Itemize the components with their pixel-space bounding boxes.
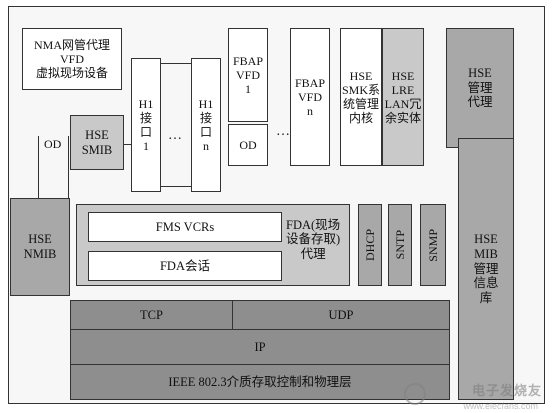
connector-od-left xyxy=(38,136,40,198)
connector-h1-top xyxy=(160,63,192,65)
snmp-label: SNMP xyxy=(425,228,440,262)
connector-smib-h1 xyxy=(123,144,133,146)
nma-vfd-box: NMA网管代理 VFD 虚拟现场设备 xyxy=(22,28,122,90)
h1-ellipsis: … xyxy=(168,128,182,143)
ip-box: IP xyxy=(70,329,450,365)
sntp-box: SNTP xyxy=(388,204,412,286)
connector-h1-bottom xyxy=(160,186,192,188)
hse-mib-box: HSE MIB 管理 信息 库 xyxy=(458,138,514,400)
dhcp-box: DHCP xyxy=(358,204,382,286)
snmp-box: SNMP xyxy=(420,204,446,286)
hse-mgmt-agent-box: HSE 管理 代理 xyxy=(446,28,514,148)
od-left-label: OD xyxy=(44,137,62,151)
fda-agent-label: FDA(现场 设备存取) 代理 xyxy=(286,218,341,261)
tcp-box: TCP xyxy=(70,300,233,330)
watermark-logo-icon xyxy=(404,383,426,405)
fbap-vfd-n: FBAP VFD n xyxy=(290,28,330,166)
hse-smk-box: HSE SMK系 统管理 内核 xyxy=(340,28,382,166)
watermark-url: www.elecfans.com xyxy=(463,401,538,411)
udp-box: UDP xyxy=(232,300,450,330)
ieee-8023-box: IEEE 802.3介质存取控制和物理层 xyxy=(70,364,450,400)
watermark-text: 电子发烧友 xyxy=(471,383,542,398)
fbap-ellipsis: … xyxy=(276,124,290,139)
h1-interface-1: H1 接 口 1 xyxy=(131,58,161,192)
sntp-label: SNTP xyxy=(392,230,407,260)
fbap-vfd-1: FBAP VFD 1 xyxy=(228,28,268,122)
fms-vcrs-box: FMS VCRs xyxy=(88,212,282,242)
fda-session-box: FDA会话 xyxy=(88,251,282,281)
od-mid-box: OD xyxy=(228,124,268,166)
dhcp-label: DHCP xyxy=(362,228,377,261)
hse-nmib-box: HSE NMIB xyxy=(10,198,70,296)
connector-od-right xyxy=(68,136,70,198)
h1-interface-n: H1 接 口 n xyxy=(191,58,221,192)
hse-smib-box: HSE SMIB xyxy=(70,115,124,170)
hse-lre-box: HSE LRE LAN冗 余实体 xyxy=(382,28,424,166)
